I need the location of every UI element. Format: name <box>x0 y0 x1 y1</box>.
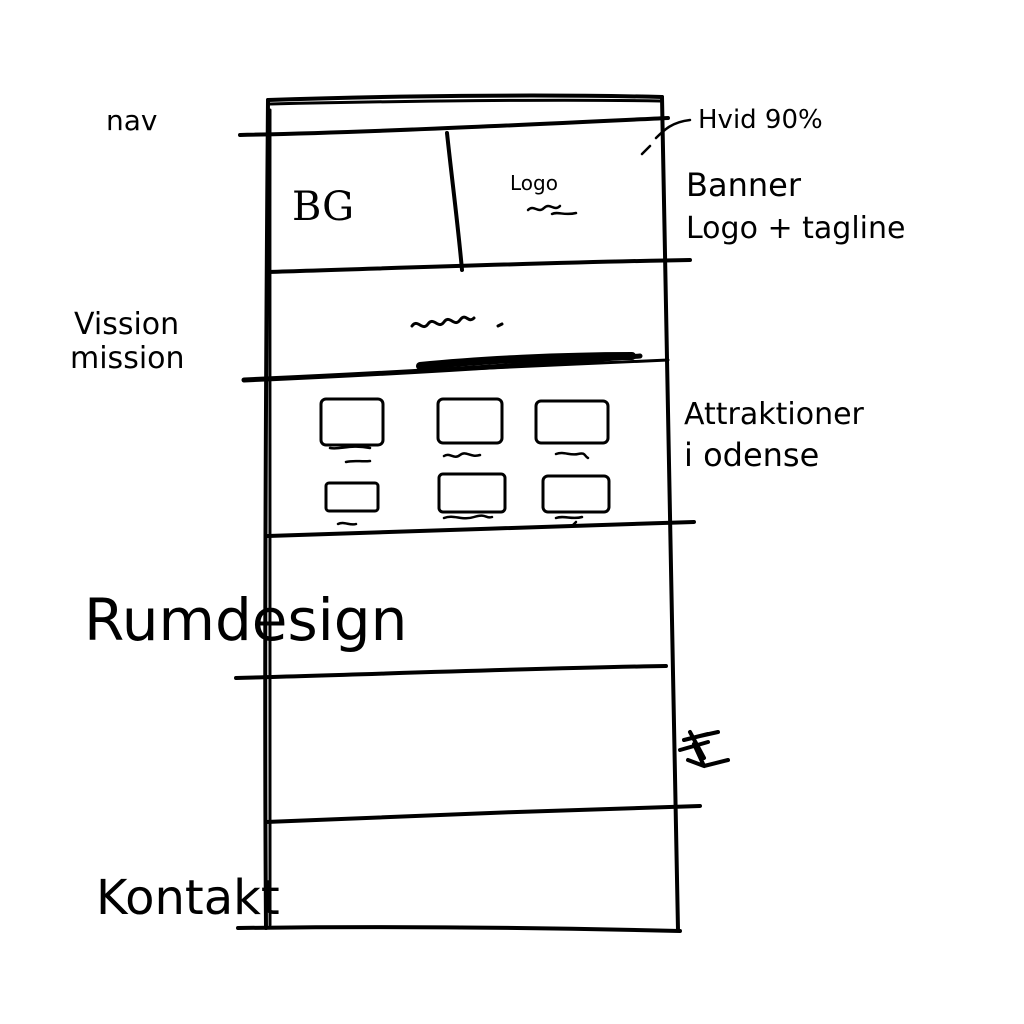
annotation-logo-tagline: Logo + tagline <box>686 211 905 246</box>
attraction-card <box>436 397 504 458</box>
attraction-card <box>319 397 385 464</box>
attractions-section <box>266 397 696 538</box>
banner-section: BG Logo <box>266 131 692 274</box>
attraction-card <box>534 399 610 460</box>
annotation-odense: i odense <box>684 436 819 474</box>
hvid-pointer <box>640 118 692 156</box>
annotation-kontakt: Kontakt <box>96 870 280 926</box>
attraction-card <box>324 481 380 526</box>
rumdesign-section <box>234 664 668 680</box>
logo-tagline-squiggle <box>526 204 578 216</box>
attraction-card <box>541 474 611 528</box>
annotation-attraktioner: Attraktioner <box>684 397 865 432</box>
banner-bg-label: BG <box>292 184 354 230</box>
annotation-rumdesign: Rumdesign <box>84 586 407 654</box>
annotation-nav: nav <box>106 104 157 137</box>
nav-bar <box>238 116 670 137</box>
banner-logo-label: Logo <box>510 171 558 195</box>
scribble-mark <box>678 730 730 768</box>
vision-text-squiggle <box>410 315 504 329</box>
content-section <box>264 730 730 824</box>
attraction-card <box>437 472 507 520</box>
annotation-banner: Banner <box>686 166 802 204</box>
vision-mission-section <box>241 315 670 383</box>
annotation-mission: mission <box>70 341 185 376</box>
annotation-hvid: Hvid 90% <box>698 105 823 135</box>
annotation-vision: Vission <box>74 307 179 342</box>
